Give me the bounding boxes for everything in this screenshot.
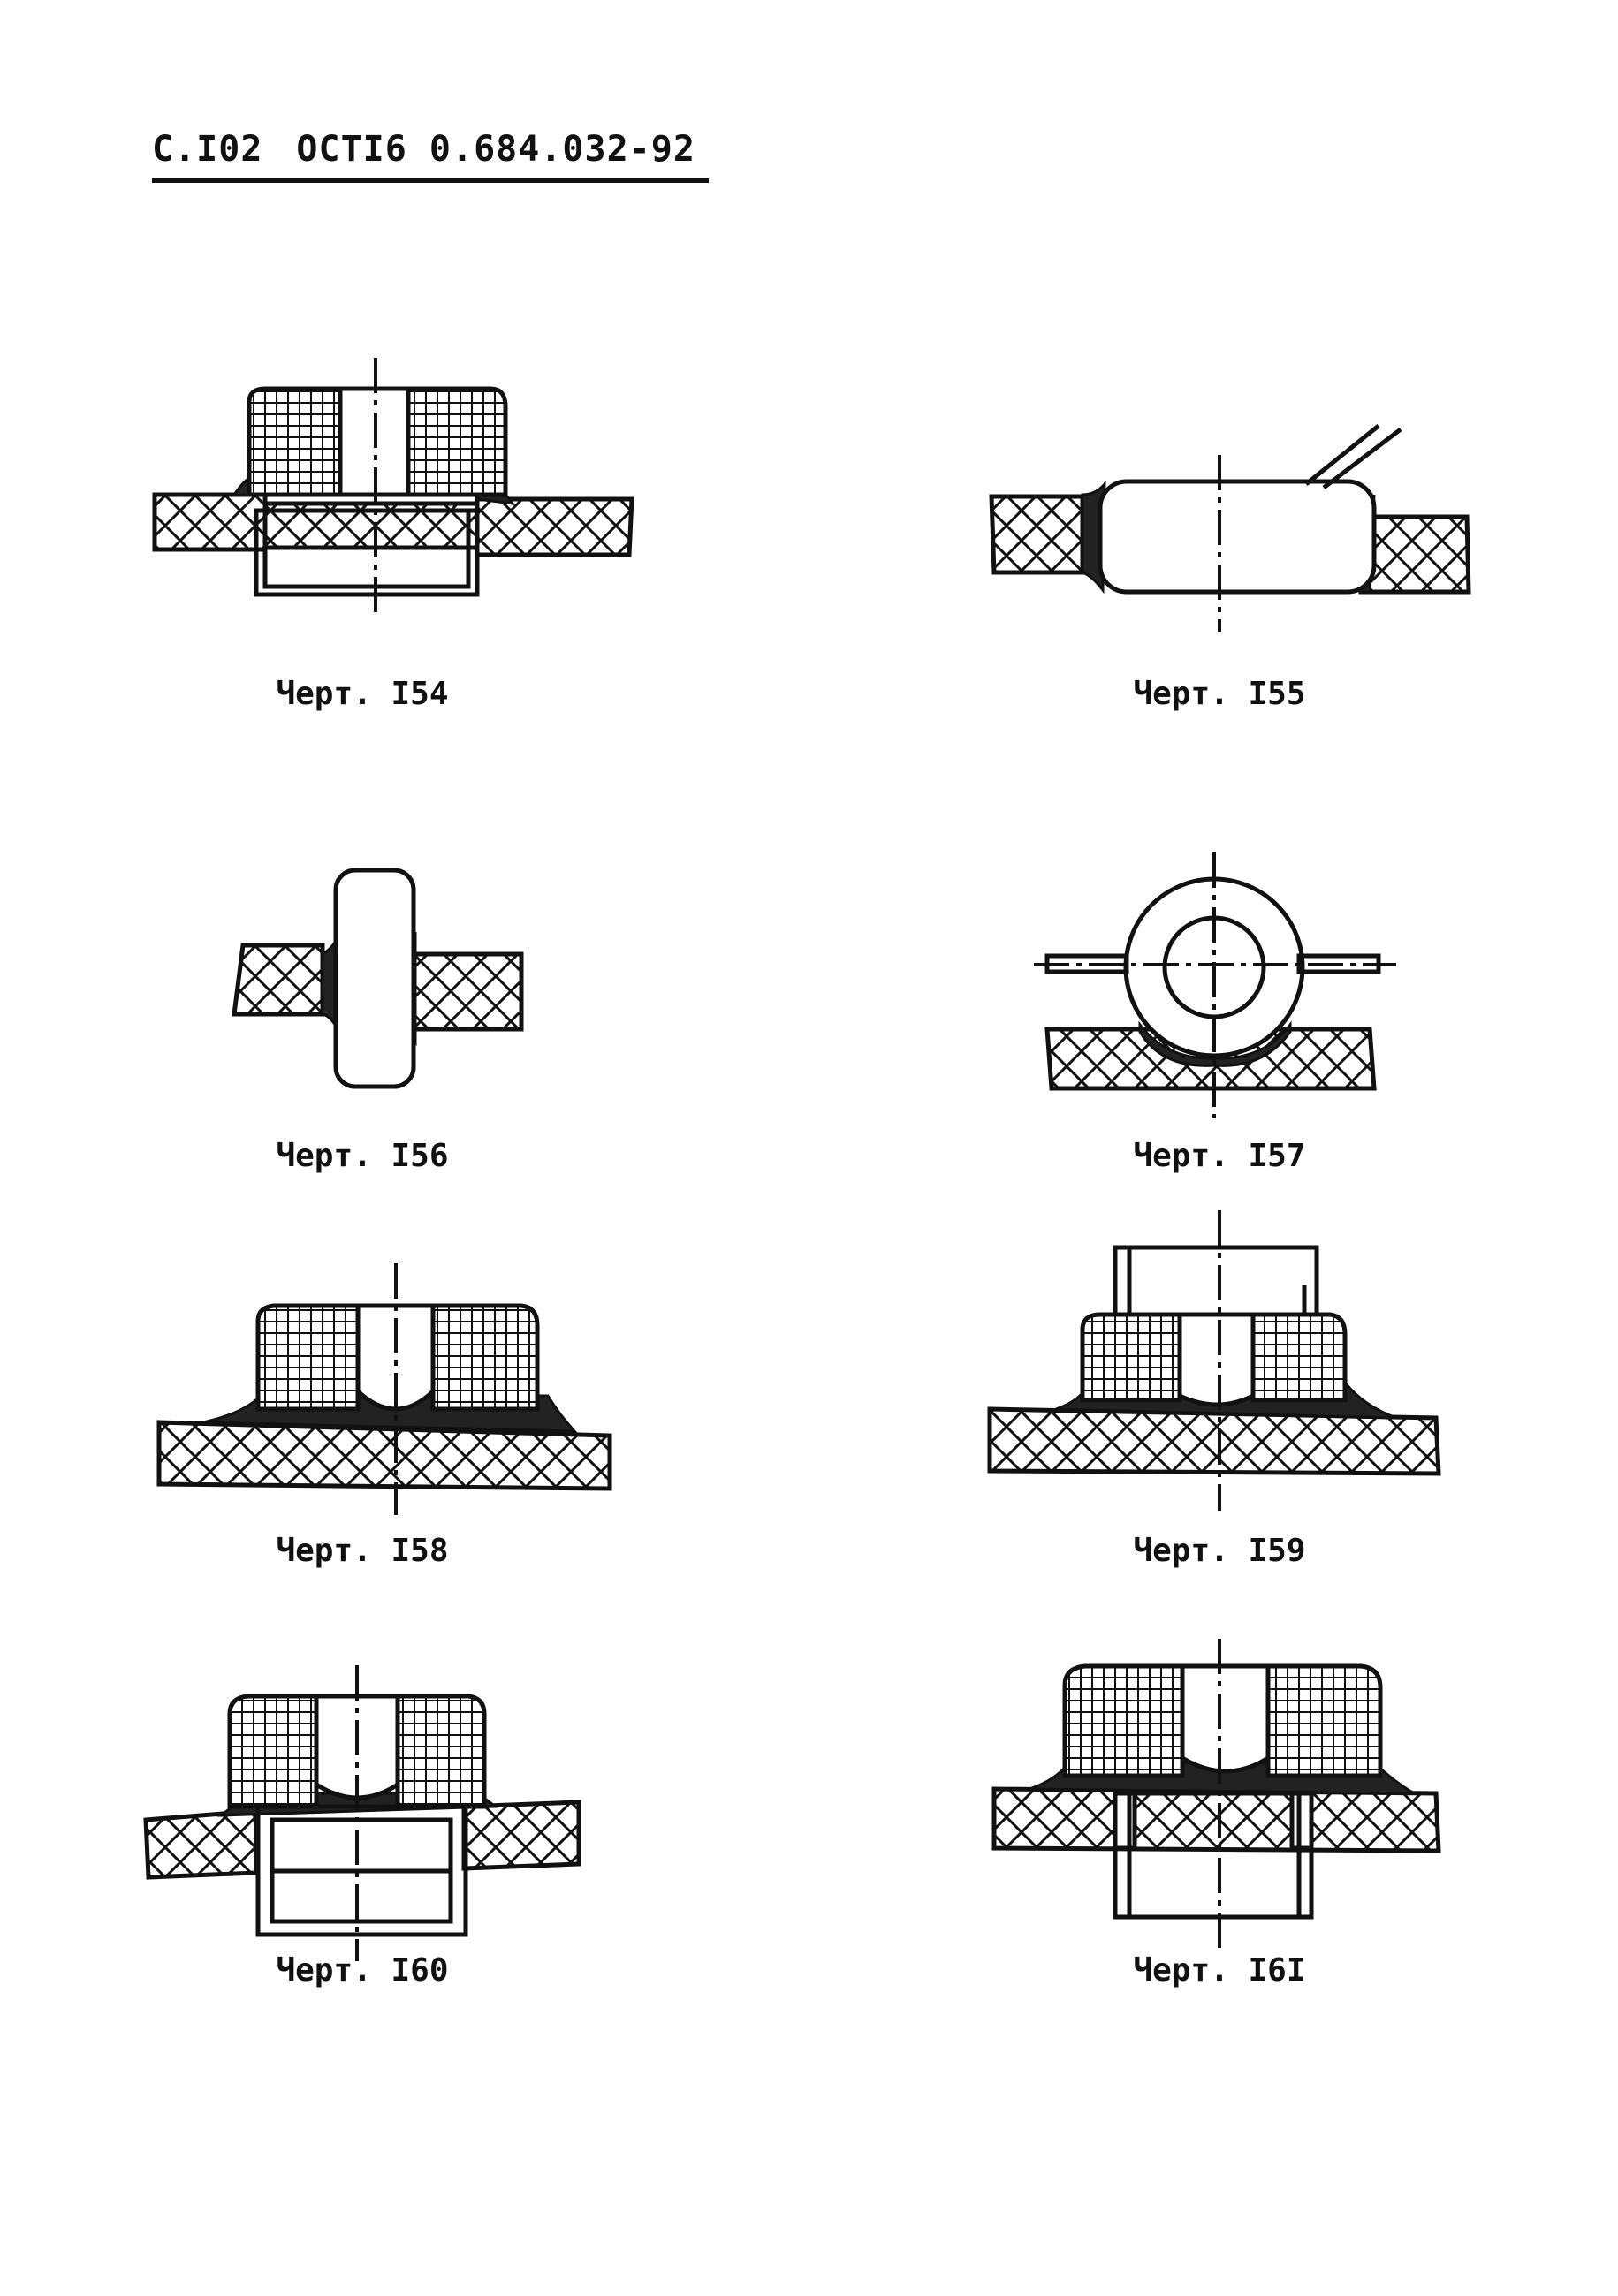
board-right	[475, 496, 634, 557]
figure-156	[232, 868, 524, 1089]
pin-holder-inner	[262, 508, 471, 589]
board-left	[989, 494, 1085, 575]
core-left	[247, 386, 343, 497]
core-bore	[1177, 1312, 1256, 1407]
core-bore	[1180, 1663, 1271, 1774]
figure-154	[152, 358, 634, 618]
header-rule	[152, 178, 709, 183]
lead-wire	[1322, 428, 1402, 489]
board-left	[152, 492, 268, 552]
core-left	[227, 1694, 319, 1809]
caption-155: Черт. I55	[1133, 676, 1306, 712]
figure-161	[991, 1639, 1441, 1948]
caption-160: Черт. I60	[276, 1952, 449, 1989]
board	[156, 1420, 612, 1491]
figure-157	[1034, 852, 1396, 1118]
board-left	[232, 943, 325, 1017]
core-right	[1250, 1312, 1348, 1403]
lead-wire	[1304, 424, 1380, 486]
core-left	[1080, 1312, 1182, 1403]
board-right	[461, 1800, 581, 1871]
pin-frame	[1113, 1245, 1319, 1315]
core-right	[430, 1303, 540, 1412]
figure-155	[989, 424, 1471, 632]
standard-code: ОСТI6 0.684.032-92	[296, 129, 695, 170]
caption-158: Черт. I58	[276, 1533, 449, 1569]
board-window-right	[1289, 1791, 1314, 1851]
board	[987, 1406, 1441, 1476]
holder	[1113, 1791, 1314, 1920]
board-left	[143, 1808, 259, 1880]
caption-157: Черт. I57	[1133, 1138, 1306, 1174]
core-right	[395, 1694, 487, 1809]
component-body	[333, 868, 416, 1089]
board	[991, 1786, 1441, 1853]
caption-161: Черт. I6I	[1133, 1952, 1306, 1989]
page-number: С.I02	[152, 129, 263, 170]
core-bore	[355, 1303, 436, 1412]
page-header: С.I02 ОСТI6 0.684.032-92	[152, 129, 729, 170]
board-right	[1358, 514, 1471, 595]
board-right	[404, 951, 524, 1032]
core-right	[1265, 1663, 1383, 1778]
holder-outer	[255, 1804, 468, 1937]
figure-159	[987, 1210, 1441, 1511]
core-left	[255, 1303, 361, 1412]
figure-158	[156, 1263, 612, 1515]
board-window-left	[1113, 1791, 1137, 1851]
core-right	[406, 386, 508, 497]
core-left	[1062, 1663, 1185, 1778]
solder-joint	[1138, 1020, 1292, 1067]
figure-160	[143, 1665, 581, 1961]
caption-154: Черт. I54	[276, 676, 449, 712]
component-body	[1098, 479, 1377, 595]
caption-159: Черт. I59	[1133, 1533, 1306, 1569]
caption-156: Черт. I56	[276, 1138, 449, 1174]
